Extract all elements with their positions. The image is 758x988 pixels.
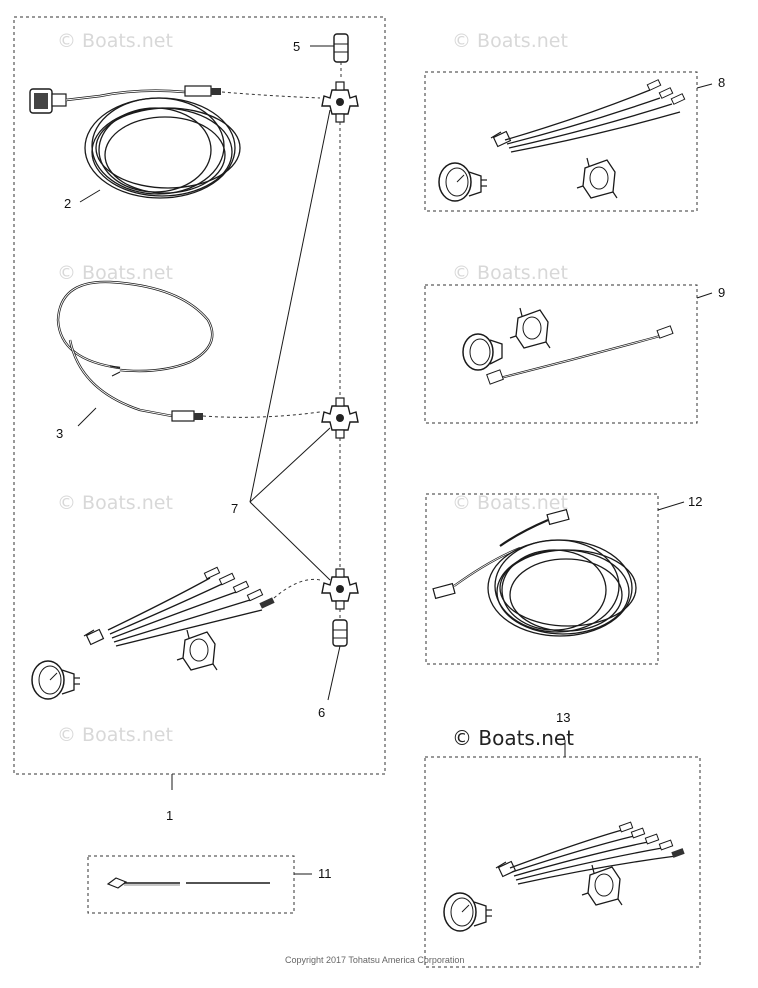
- callout-9: 9: [718, 285, 726, 300]
- kit-9-gauge-harness: [462, 307, 674, 385]
- part-11-tool: [106, 877, 270, 889]
- kit-13-gauge-harness: [443, 821, 685, 932]
- tee-connector-bottom: [321, 568, 359, 610]
- watermark: © Boats.net: [452, 492, 568, 514]
- tee-connector-top: [321, 81, 359, 123]
- part-6-terminator: [327, 619, 348, 701]
- kit-9-boundary: [424, 284, 698, 424]
- callout-3: 3: [56, 426, 64, 441]
- part-7-leaders: [249, 109, 331, 581]
- watermark: © Boats.net: [452, 30, 568, 52]
- callout-5: 5: [293, 39, 301, 54]
- kit-12-cable-coil: [432, 508, 637, 637]
- watermark: © Boats.net: [57, 724, 173, 746]
- callout-2: 2: [64, 196, 72, 211]
- callout-12: 12: [688, 494, 703, 509]
- kit-8-boundary: [424, 71, 698, 212]
- copyright-notice: Copyright 2017 Tohatsu America Corporati…: [285, 955, 465, 965]
- watermark-prominent: © Boats.net: [452, 726, 575, 750]
- watermark: © Boats.net: [57, 30, 173, 52]
- kit-13-boundary: [424, 756, 701, 968]
- watermark: © Boats.net: [452, 262, 568, 284]
- tee-connector-middle: [321, 397, 359, 439]
- callout-11: 11: [318, 866, 332, 881]
- callout-8: 8: [718, 75, 726, 90]
- callout-1: 1: [166, 808, 174, 823]
- kit-1-gauge-harness: [31, 566, 321, 700]
- part-3-cable-loop: [56, 280, 321, 427]
- kit-11-boundary: [87, 855, 295, 914]
- watermark: © Boats.net: [57, 262, 173, 284]
- watermark: © Boats.net: [57, 492, 173, 514]
- callout-6: 6: [318, 705, 326, 720]
- kit-8-gauge-harness: [438, 79, 686, 202]
- callout-13: 13: [556, 710, 571, 725]
- callout-7: 7: [231, 501, 239, 516]
- kit-12-boundary: [425, 493, 659, 665]
- part-2-cable-coil: [29, 85, 321, 203]
- part-5-terminator: [310, 33, 349, 80]
